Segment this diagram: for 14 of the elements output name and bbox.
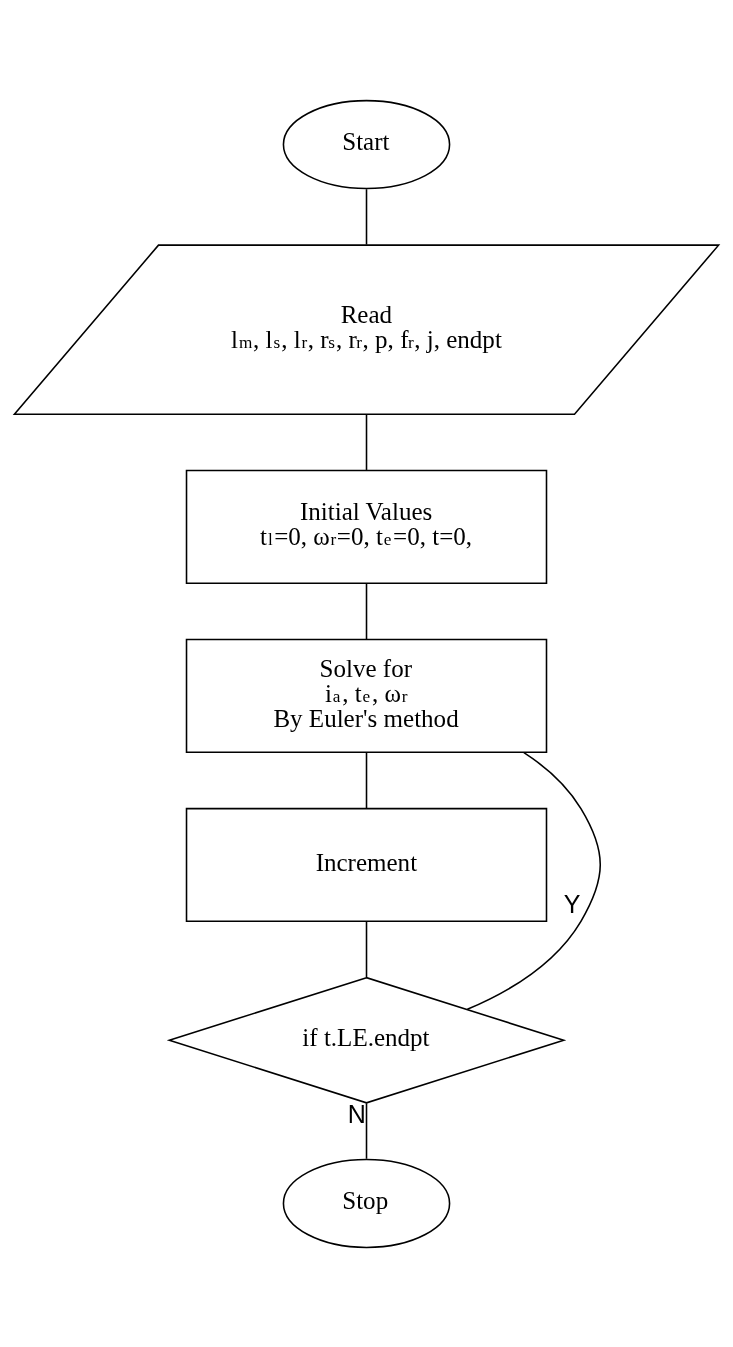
connector [365, 920, 368, 978]
node-box: Initial Values tl=0, ωr=0, te=0, t=0, [185, 469, 548, 584]
connector [365, 187, 368, 245]
connector [466, 751, 602, 1010]
connector [365, 413, 368, 471]
connector [365, 1101, 368, 1160]
node-box: Increment [185, 807, 548, 922]
node-box: Solve for ia, te, ωr By Euler's method [185, 638, 548, 753]
node-diamond: if t.LE.endpt [166, 976, 567, 1104]
node-ellipse: Stop [282, 1158, 451, 1248]
edge-label: Y [563, 889, 581, 918]
connector [365, 750, 368, 809]
connector [365, 581, 368, 640]
node-ellipse: Start [282, 99, 451, 189]
